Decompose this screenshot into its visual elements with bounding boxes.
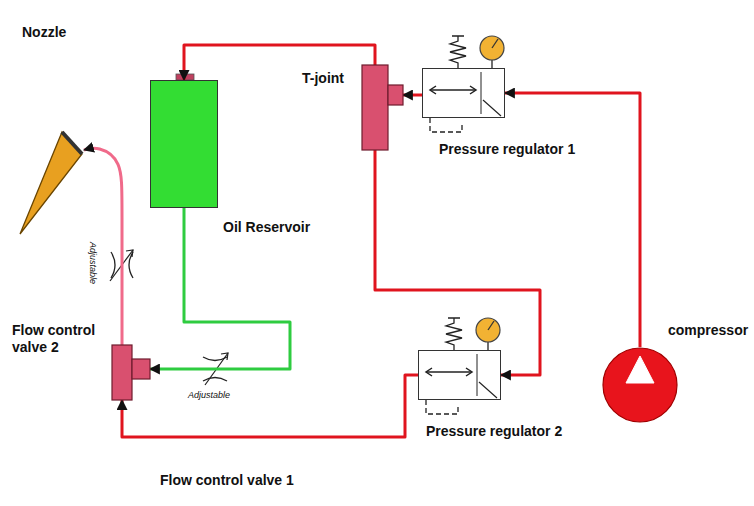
nozzle-mouth: [62, 132, 82, 154]
regulator-symbol: [418, 318, 501, 414]
adjust-label: Adjustable: [88, 242, 98, 284]
node-label: Oil Reservoir: [223, 219, 310, 236]
adjust-arrowhead: [221, 353, 228, 360]
node-shape: [18, 128, 84, 238]
adjust-label: Adjustable: [188, 390, 230, 400]
pipe-connector: [403, 94, 422, 97]
compressor: compressor: [602, 347, 678, 423]
adjust-arrowhead: [126, 250, 133, 257]
node-label: T-joint: [302, 70, 344, 87]
t-joint-port: [388, 85, 403, 105]
regulator-vent: [483, 100, 501, 116]
pressure-regulator: Pressure regulator 2: [418, 350, 501, 400]
regulator-symbol: [422, 36, 505, 132]
valve-body: [112, 345, 132, 400]
compressor-triangle: [626, 356, 654, 383]
flow-control-valve: Flow control valve 2: [112, 345, 150, 400]
restrictor-arc: [203, 378, 227, 382]
pipe-connector: [505, 93, 640, 347]
pressure-regulator: Pressure regulator 1: [422, 68, 505, 118]
pipe-connector: [122, 375, 418, 437]
compressor-body: [603, 348, 677, 422]
node-label: Pressure regulator 1: [439, 141, 575, 158]
oil-reservoir: Oil Reservoir: [150, 80, 218, 208]
nozzle-cone: [20, 132, 82, 234]
node-label: Flow control valve 2: [12, 322, 107, 356]
flow-arrow: [430, 89, 476, 91]
flow-arrowheads: [430, 86, 476, 94]
pipe-connector: [84, 148, 122, 345]
regulator-body: [422, 68, 505, 118]
pipe-connector: [375, 150, 540, 375]
spring-symbol: [450, 36, 466, 68]
t-joint-body: [362, 65, 388, 150]
node-label: Pressure regulator 2: [426, 423, 562, 440]
valve-port: [132, 359, 150, 379]
pilot-line: [430, 118, 462, 132]
nozzle: Nozzle: [18, 128, 84, 238]
gauge-stem: [491, 60, 492, 68]
node-shape: [362, 65, 403, 150]
node-label: compressor: [668, 322, 748, 339]
gauge-needle: [492, 39, 498, 48]
pipe-connector: [184, 45, 375, 80]
node-shape: [112, 345, 150, 400]
node-shape: [602, 347, 678, 423]
pressure-gauge: [480, 36, 504, 60]
t-joint: T-joint: [362, 65, 403, 150]
part-label: Flow control valve 1: [160, 472, 294, 488]
node-label: Nozzle: [22, 24, 66, 41]
regulator-seat: [481, 72, 482, 114]
